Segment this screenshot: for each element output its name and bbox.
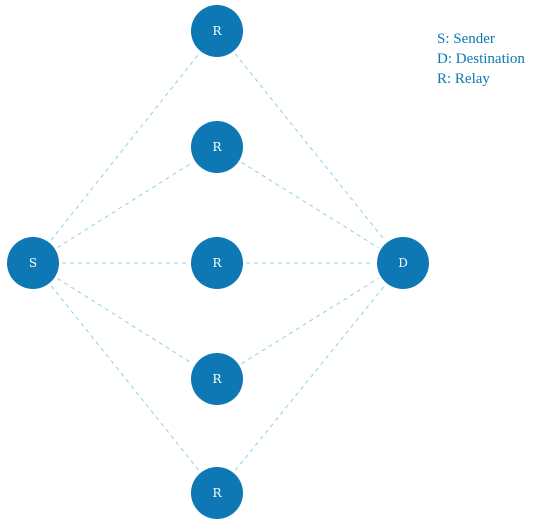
edge-r1-d — [234, 53, 386, 241]
edge-r4-d — [241, 277, 379, 365]
node-r3: R — [191, 237, 243, 289]
node-circle-r3 — [191, 237, 243, 289]
node-r5: R — [191, 467, 243, 519]
edge-s-r2 — [57, 162, 193, 248]
edge-s-r4 — [57, 278, 193, 364]
edge-r2-d — [241, 161, 379, 249]
node-circle-s — [7, 237, 59, 289]
node-circle-r2 — [191, 121, 243, 173]
node-s: S — [7, 237, 59, 289]
node-r2: R — [191, 121, 243, 173]
legend-relay: R: Relay — [437, 71, 490, 87]
node-r1: R — [191, 5, 243, 57]
node-label-d: D — [398, 256, 408, 270]
node-label-r4: R — [212, 372, 222, 386]
edge-s-r1 — [50, 53, 200, 241]
nodes-group: S R R R R R D — [7, 5, 429, 519]
node-label-r2: R — [212, 140, 222, 154]
node-label-s: S — [29, 256, 37, 270]
legend-sender: S: Sender — [437, 31, 495, 47]
edge-s-r5 — [50, 285, 200, 471]
node-label-r3: R — [212, 256, 222, 270]
node-circle-r1 — [191, 5, 243, 57]
node-circle-r5 — [191, 467, 243, 519]
legend: S: Sender D: Destination R: Relay — [437, 29, 525, 89]
node-label-r1: R — [212, 24, 222, 38]
legend-destination: D: Destination — [437, 51, 525, 67]
node-d: D — [377, 237, 429, 289]
edges-group — [50, 53, 386, 471]
edge-r5-d — [234, 285, 386, 471]
node-r4: R — [191, 353, 243, 405]
node-circle-d — [377, 237, 429, 289]
node-label-r5: R — [212, 486, 222, 500]
node-circle-r4 — [191, 353, 243, 405]
